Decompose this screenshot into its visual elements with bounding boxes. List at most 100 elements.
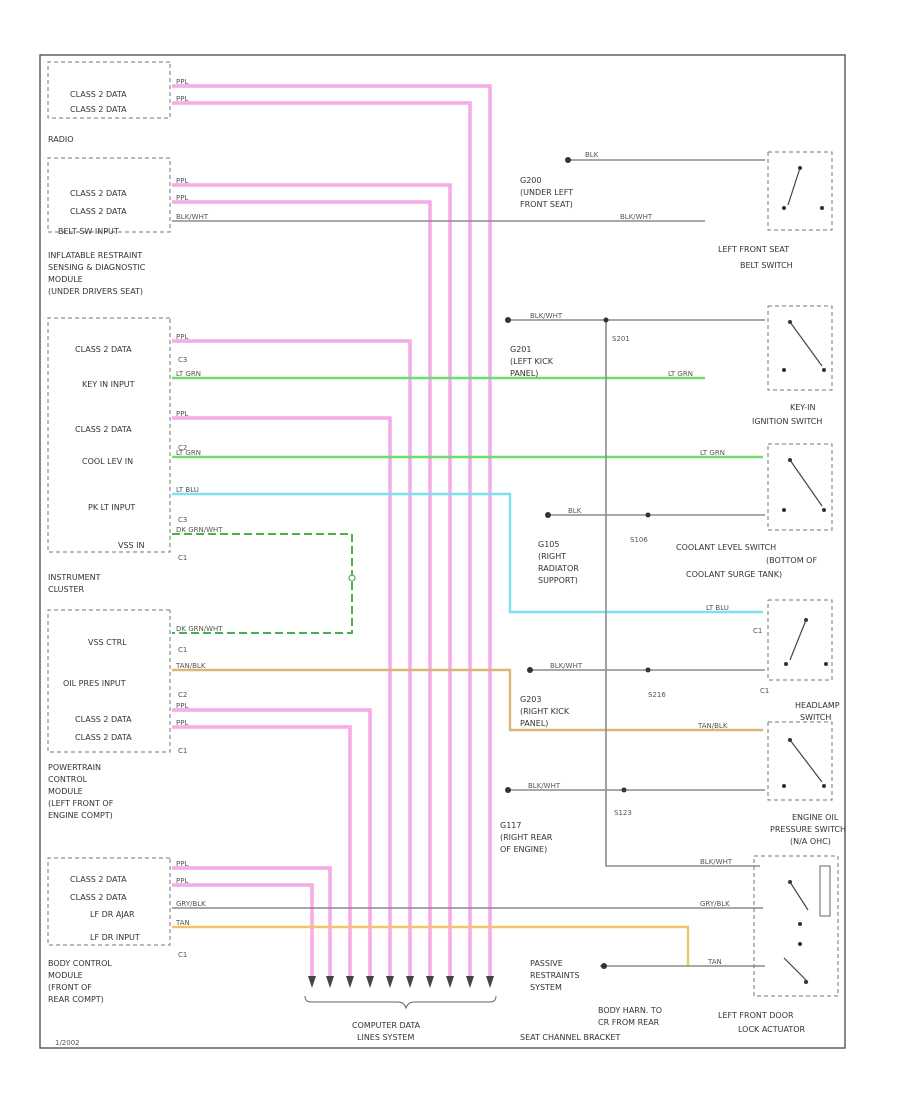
bcm-conn-1: C1 [178,951,187,959]
g105-label-2: (RIGHT [538,552,566,561]
pcm-module: VSS CTRL C1 OIL PRES INPUT C2 CLASS 2 DA… [47,609,187,820]
g201-label-3: PANEL) [510,369,538,378]
coolant-switch-name-3: COOLANT SURGE TANK) [686,570,782,579]
body-harn-label-2: CR FROM REAR [598,1018,660,1027]
body-harn-label-1: BODY HARN. TO [598,1006,662,1015]
wire-label-sdm-2: PPL [176,194,188,202]
pcm-conn-1: C1 [178,646,187,654]
wire-label-pcm-1: DK GRN/WHT [176,625,223,633]
wire-oil-pressure [172,668,763,732]
s201-label: S201 [612,335,630,343]
s216-label: S216 [648,691,666,699]
headlamp-c1-a: C1 [753,627,762,635]
wire-label-r-oil1: TAN/BLK [697,722,728,730]
cluster-conn-3: C3 [178,516,187,524]
bus-arrows [304,976,497,1010]
g117-ground-point [505,787,511,793]
s106-splice [645,512,651,518]
headlamp-switch [767,599,833,681]
wire-label-clu-2: LT GRN [176,370,201,378]
door-actuator-name-1: LEFT FRONT DOOR [718,1011,794,1020]
bus-label-1: COMPUTER DATA [352,1021,421,1030]
cluster-module: CLASS 2 DATA C3 KEY IN INPUT CLASS 2 DAT… [47,317,187,594]
pcm-pin-4: CLASS 2 DATA [75,733,132,742]
wire-label-r-hl: LT BLU [706,604,729,612]
sdm-pin-2: CLASS 2 DATA [70,207,127,216]
g200-label-3: FRONT SEAT) [520,200,573,209]
pcm-conn-3: C1 [178,747,187,755]
cluster-pin-2: KEY IN INPUT [82,380,135,389]
wire-label-radio-2: PPL [176,95,188,103]
g200-ground-point [565,157,571,163]
door-lock-actuator [753,855,839,997]
pcm-pin-3: CLASS 2 DATA [75,715,132,724]
wire-label-pcm-3: PPL [176,702,188,710]
wire-label-r-cool1: LT GRN [700,449,725,457]
door-actuator-name-2: LOCK ACTUATOR [738,1025,806,1034]
s216-splice [645,667,651,673]
pcm-name-1: POWERTRAIN [48,763,101,772]
g203-label-3: PANEL) [520,719,548,728]
pcm-pin-1: VSS CTRL [88,638,127,647]
g201-label-2: (LEFT KICK [510,357,554,366]
wire-park-lamp [172,492,763,614]
wire-label-r-key1: BLK/WHT [530,312,563,320]
radio-pin-1: CLASS 2 DATA [70,90,127,99]
s123-label: S123 [614,809,632,817]
pcm-conn-2: C2 [178,691,187,699]
passive-label-3: SYSTEM [530,983,562,992]
oil-switch-name-1: ENGINE OIL [792,813,839,822]
pcm-name-4: (LEFT FRONT OF [48,799,114,808]
wire-label-r-oil2: BLK/WHT [528,782,561,790]
g117-label-3: OF ENGINE) [500,845,547,854]
body-harn-label-3: SEAT CHANNEL BRACKET [520,1033,620,1042]
bcm-name-3: (FRONT OF [48,983,92,992]
bcm-module: CLASS 2 DATA CLASS 2 DATA LF DR AJAR LF … [47,857,187,1004]
g201-ground-point [505,317,511,323]
sdm-name-1: INFLATABLE RESTRAINT [48,251,142,260]
bcm-name-2: MODULE [48,971,83,980]
radio-module: CLASS 2 DATA CLASS 2 DATA RADIO [47,61,171,144]
g203-label-2: (RIGHT KICK [520,707,570,716]
g117-label-2: (RIGHT REAR [500,833,553,842]
bcm-pin-4: LF DR INPUT [90,933,140,942]
wire-label-sdm-3: BLK/WHT [176,213,209,221]
sdm-pin-3: BELT SW INPUT [58,227,119,236]
sdm-module: CLASS 2 DATA CLASS 2 DATA BELT SW INPUT … [47,157,171,296]
bcm-pin-1: CLASS 2 DATA [70,875,127,884]
g105-label-3: RADIATOR [538,564,579,573]
footer-code: 1/2002 [55,1039,80,1047]
bcm-pin-3: LF DR AJAR [90,910,135,919]
belt-switch [767,151,833,231]
class2-data-bus [172,84,492,976]
g105-label-1: G105 [538,540,559,549]
wire-label-bcm-4: TAN [175,919,190,927]
g105-label-4: SUPPORT) [538,576,578,585]
cluster-conn-4: C1 [178,554,187,562]
wire-label-clu-3: PPL [176,410,188,418]
wire-label-clu-1: PPL [176,333,188,341]
wire-label-pcm-4: PPL [176,719,188,727]
passive-connector [601,963,607,969]
wire-label-r-belt1: BLK [585,151,599,159]
sdm-name-4: (UNDER DRIVERS SEAT) [48,287,143,296]
wire-vss [172,533,353,634]
oil-switch-name-2: PRESSURE SWITCH [770,825,846,834]
g200-label-2: (UNDER LEFT [520,188,573,197]
g117-label-1: G117 [500,821,521,830]
cluster-name-2: CLUSTER [48,585,85,594]
s106-label: S106 [630,536,648,544]
headlamp-c1-b: C1 [760,687,769,695]
cluster-pin-4: COOL LEV IN [82,457,133,466]
s201-splice [603,317,609,323]
coolant-switch-name-1: COOLANT LEVEL SWITCH [676,543,776,552]
headlamp-name-2: SWITCH [800,713,831,722]
vss-connector [348,574,356,582]
wire-label-r-key2: LT GRN [668,370,693,378]
sdm-name-3: MODULE [48,275,83,284]
wire-label-r-gnd3: BLK/WHT [550,662,583,670]
radio-pin-2: CLASS 2 DATA [70,105,127,114]
wire-label-bcm-2: PPL [176,877,188,885]
wire-label-sdm-1: PPL [176,177,188,185]
